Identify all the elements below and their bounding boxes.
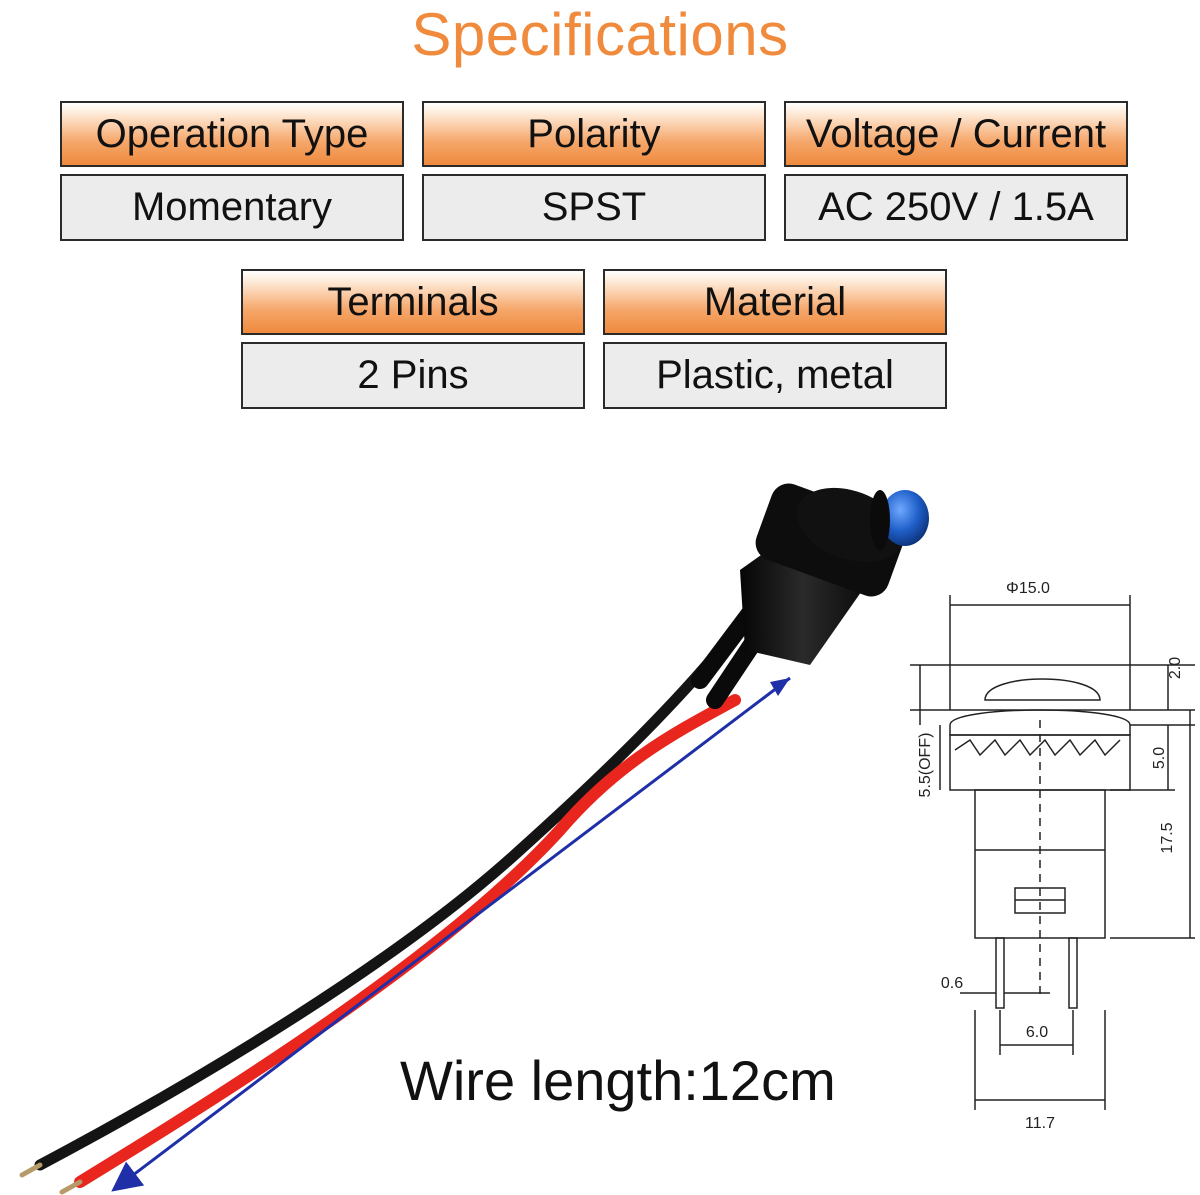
wire-length-label: Wire length:12cm [400, 1049, 836, 1112]
push-button-switch [740, 483, 929, 665]
dim-body-height: 17.5 [1159, 822, 1176, 853]
dim-pin-spacing: 6.0 [1026, 1024, 1048, 1041]
page-title: Specifications [411, 1, 789, 68]
dim-cap-height: 2.0 [1167, 657, 1184, 679]
spec-value-terminals: 2 Pins [241, 342, 585, 409]
spec-value-material: Plastic, metal [603, 342, 947, 409]
spec-value-voltage-current: AC 250V / 1.5A [784, 174, 1128, 241]
dim-body-width: 11.7 [1025, 1115, 1055, 1132]
spec-label-material: Material [603, 269, 947, 335]
dimension-drawing [910, 595, 1195, 1110]
dim-diameter: Φ15.0 [1006, 580, 1050, 597]
black-wire [34, 599, 761, 1171]
spec-label-polarity: Polarity [422, 101, 766, 167]
spec-value-operation-type: Momentary [60, 174, 404, 241]
dim-off-height: 5.5(OFF) [917, 733, 934, 798]
spec-label-terminals: Terminals [241, 269, 585, 335]
dim-nut-height: 5.0 [1151, 747, 1168, 769]
spec-label-voltage-current: Voltage / Current [784, 101, 1128, 167]
dim-pin-width: 0.6 [941, 975, 963, 992]
red-wire [74, 694, 741, 1188]
wire-length-arrow [111, 676, 791, 1192]
spec-value-polarity: SPST [422, 174, 766, 241]
spec-label-operation-type: Operation Type [60, 101, 404, 167]
